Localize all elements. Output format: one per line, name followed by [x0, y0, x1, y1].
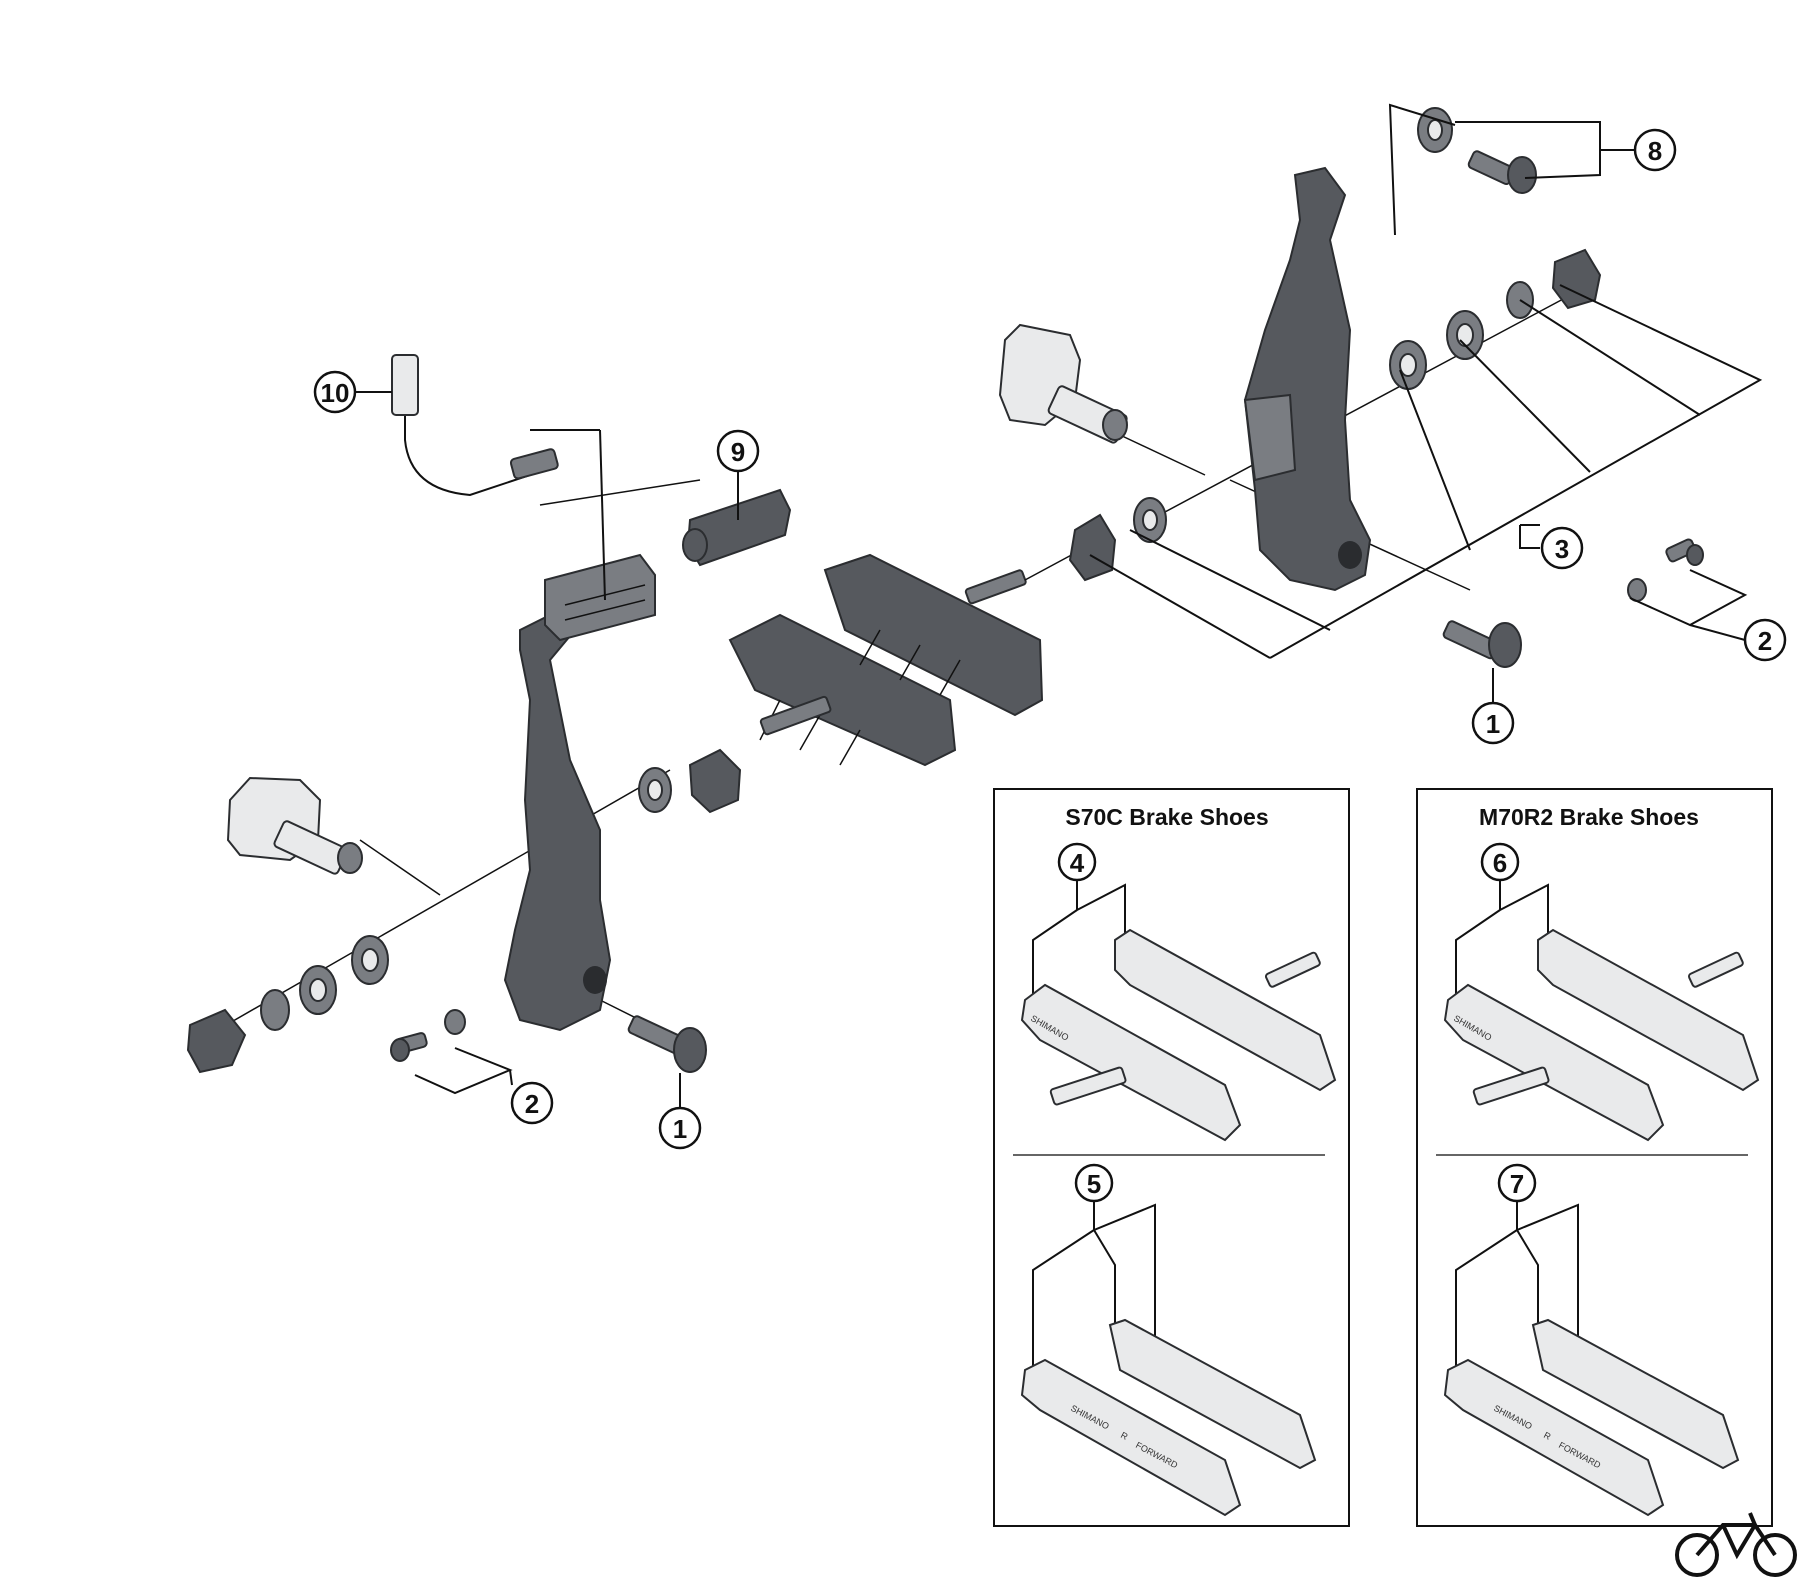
- left-cable-pipe: [404, 400, 546, 497]
- left-bushing: [688, 748, 742, 814]
- left-brake-arm: [503, 608, 612, 1032]
- left-mounting-bolt: [627, 1015, 707, 1073]
- left-adjust-screws: [390, 1009, 466, 1062]
- callout-7[interactable]: 7: [1497, 1163, 1537, 1203]
- callout-5-label: 5: [1087, 1169, 1101, 1199]
- leader-lines: [355, 103, 1763, 1108]
- m70r2-shoe-lower: [1443, 983, 1665, 1142]
- right-adjust-nut: [1551, 248, 1602, 310]
- callout-1-left-label: 1: [673, 1114, 687, 1144]
- callout-5[interactable]: 5: [1074, 1163, 1114, 1203]
- callout-8-label: 8: [1648, 136, 1662, 166]
- right-frame-boss: [998, 323, 1128, 444]
- callout-6-label: 6: [1493, 848, 1507, 878]
- left-spring-axis: [539, 479, 701, 506]
- m70r2-brake-shoes-box: M70R2 Brake Shoes 6 SHIMANO 7 SHIMANO R …: [1416, 788, 1773, 1527]
- right-adjust-screws: [1627, 538, 1704, 602]
- left-brake-assembly: [186, 354, 792, 1074]
- right-brake-arm: [1243, 166, 1372, 592]
- callout-2-right[interactable]: 2: [1743, 618, 1787, 662]
- callout-4[interactable]: 4: [1057, 842, 1097, 882]
- m70r2-cartridge-insert: [1531, 1318, 1740, 1470]
- left-link-cable-holder: [544, 553, 656, 642]
- m70r2-shoe-upper: [1537, 928, 1760, 1092]
- callout-8[interactable]: 8: [1633, 128, 1677, 172]
- left-adjust-nut: [186, 1008, 247, 1074]
- right-brake-shoe: [823, 544, 1091, 717]
- callout-1-left[interactable]: 1: [658, 1106, 702, 1150]
- callout-2-left[interactable]: 2: [510, 1081, 554, 1125]
- callout-7-label: 7: [1510, 1169, 1524, 1199]
- right-brake-assembly: [998, 107, 1704, 668]
- m70r2-cartridge-holder: [1443, 1358, 1665, 1517]
- callout-3[interactable]: 3: [1540, 526, 1584, 570]
- s70c-shoe-lower: [1020, 983, 1242, 1142]
- cable-pipe-end: [391, 354, 419, 416]
- callout-4-label: 4: [1070, 848, 1085, 878]
- left-washer-small: [260, 989, 290, 1031]
- callout-3-label: 3: [1555, 534, 1569, 564]
- m70r2-holder-side: R: [1542, 1430, 1553, 1442]
- callout-6[interactable]: 6: [1480, 842, 1520, 882]
- right-boss-axis: [1119, 434, 1206, 476]
- left-boss-axis: [359, 839, 441, 896]
- s70c-shoe-upper: [1114, 928, 1337, 1092]
- bicycle-icon: [1675, 1512, 1797, 1577]
- s70c-holder-side: R: [1119, 1430, 1130, 1442]
- m70r2-box-title: M70R2 Brake Shoes: [1479, 804, 1699, 830]
- s70c-cartridge-holder: [1020, 1358, 1242, 1517]
- callout-1-right-label: 1: [1486, 709, 1500, 739]
- callout-2-right-label: 2: [1758, 626, 1772, 656]
- callout-2-left-label: 2: [525, 1089, 539, 1119]
- right-mounting-bolt: [1442, 620, 1522, 668]
- s70c-brake-shoes-box: S70C Brake Shoes 4 SHIMANO 5 SHIMANO R F…: [993, 788, 1350, 1527]
- callout-9[interactable]: 9: [716, 429, 760, 473]
- callout-10[interactable]: 10: [313, 370, 357, 414]
- left-frame-boss: [226, 776, 363, 875]
- callout-1-right[interactable]: 1: [1471, 701, 1515, 745]
- callout-9-label: 9: [731, 437, 745, 467]
- link-bolt-washer: [1417, 107, 1537, 194]
- callout-10-label: 10: [321, 378, 350, 408]
- right-axis-line: [1149, 289, 1581, 521]
- right-bushing: [1068, 513, 1117, 582]
- s70c-box-title: S70C Brake Shoes: [1065, 804, 1268, 830]
- left-brake-shoe: [728, 613, 957, 767]
- s70c-cartridge-insert: [1108, 1318, 1317, 1470]
